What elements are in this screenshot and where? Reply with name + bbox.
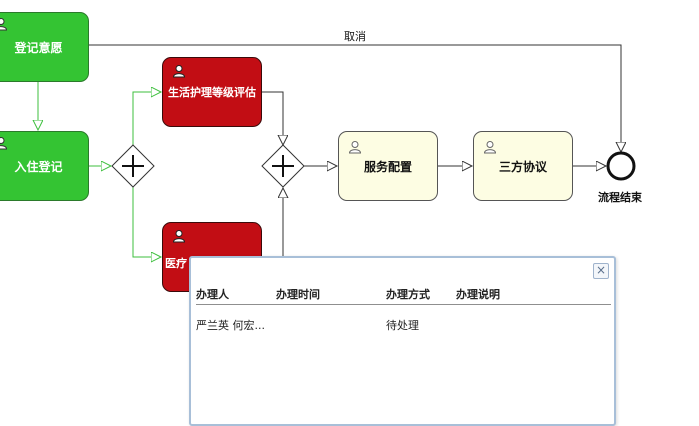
user-icon — [0, 137, 8, 150]
parallel-join-gateway[interactable] — [261, 144, 305, 188]
task-info-popup: × 办理人 办理时间 办理方式 办理说明 严兰英 何宏... 待处理 — [189, 256, 616, 426]
handler-table: 办理人 办理时间 办理方式 办理说明 严兰英 何宏... 待处理 — [196, 282, 611, 335]
user-icon — [0, 18, 8, 31]
column-header: 办理时间 — [276, 288, 320, 301]
task-care-assessment[interactable]: 生活护理等级评估 — [162, 57, 262, 127]
task-service-config[interactable]: 服务配置 — [338, 131, 438, 201]
end-event-label: 流程结束 — [598, 191, 642, 204]
flow-gateway-to-medical — [132, 187, 161, 257]
close-icon[interactable]: × — [593, 263, 609, 279]
column-header: 办理说明 — [456, 288, 500, 301]
task-tripartite-agreement[interactable]: 三方协议 — [473, 131, 573, 201]
flow-gateway-to-assessment — [132, 92, 161, 145]
task-label: 入住登记 — [14, 159, 63, 174]
handler-cell: 严兰英 何宏... — [196, 319, 265, 332]
parallel-split-gateway[interactable] — [111, 144, 155, 188]
task-checkin-register[interactable]: 入住登记 — [0, 131, 89, 201]
column-header: 办理方式 — [386, 288, 430, 301]
table-header: 办理人 办理时间 办理方式 办理说明 — [196, 282, 611, 305]
task-label: 生活护理等级评估 — [168, 86, 256, 99]
task-register-intent[interactable]: 登记意愿 — [0, 12, 89, 82]
user-icon — [348, 141, 362, 154]
task-label: 服务配置 — [363, 159, 412, 174]
cancel-flow-label: 取消 — [344, 30, 366, 43]
user-icon — [172, 230, 186, 243]
end-event-circle[interactable] — [606, 151, 636, 181]
user-icon — [172, 65, 186, 78]
cancel-flow — [89, 44, 621, 152]
column-header: 办理人 — [196, 288, 229, 301]
flow-medical-to-join — [262, 188, 283, 258]
method-cell: 待处理 — [386, 319, 419, 332]
table-row: 严兰英 何宏... 待处理 — [196, 313, 611, 335]
flow-assessment-to-join — [262, 91, 283, 145]
task-label: 登记意愿 — [14, 40, 63, 55]
task-label: 三方协议 — [498, 159, 547, 174]
task-label: 医疗 — [165, 257, 187, 270]
user-icon — [483, 141, 497, 154]
